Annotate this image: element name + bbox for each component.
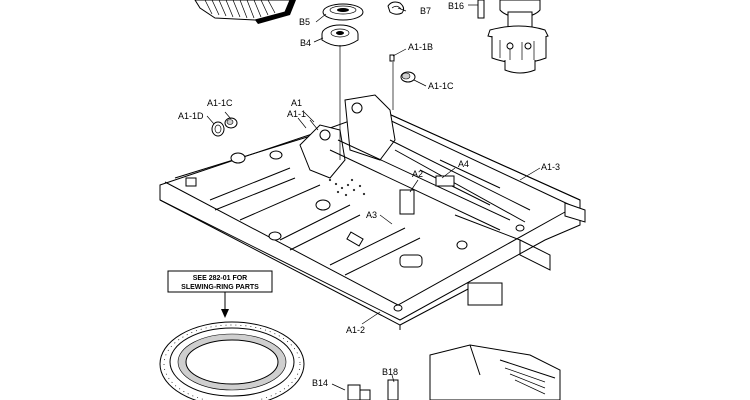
label-a1-1: A1-1 — [287, 109, 306, 119]
label-a1-1d: A1-1D — [178, 111, 204, 121]
a1-1d-cap — [211, 121, 225, 137]
label-b16: B16 — [448, 1, 464, 11]
label-a1-1b: A1-1B — [408, 42, 433, 52]
b4-rotary-joint — [321, 24, 359, 47]
a1-1b-plug — [389, 54, 395, 62]
radiator-core — [194, 0, 296, 24]
leader-lines — [206, 4, 541, 391]
label-a2: A2 — [412, 169, 423, 179]
label-a1-1c-left: A1-1C — [207, 98, 233, 108]
label-b5: B5 — [299, 17, 310, 27]
label-a1: A1 — [291, 98, 302, 108]
label-a3: A3 — [366, 210, 377, 220]
b5-seal-ring — [322, 3, 364, 21]
main-frame — [159, 94, 586, 330]
note-line-2: SLEWING-RING PARTS — [181, 284, 259, 291]
swing-motor — [477, 0, 549, 74]
label-b7: B7 — [420, 6, 431, 16]
undercarriage-fragment — [347, 344, 561, 400]
b7-clamp — [387, 1, 405, 15]
label-a1-3: A1-3 — [541, 162, 560, 172]
part-labels: B5 B4 B7 B16 A1-1B A1-1C A1-1C A1-1D A1 … — [178, 1, 560, 388]
slewing-ring-note: SEE 282-01 FOR SLEWING-RING PARTS — [167, 270, 273, 318]
a1-1c-bushing-left — [224, 117, 238, 129]
label-a1-1c-right: A1-1C — [428, 81, 454, 91]
label-a4: A4 — [458, 159, 469, 169]
label-b18: B18 — [382, 367, 398, 377]
label-b4: B4 — [300, 38, 311, 48]
a1-1c-bushing-right — [400, 71, 416, 83]
note-line-1: SEE 282-01 FOR — [193, 275, 247, 282]
label-b14: B14 — [312, 378, 328, 388]
slewing-ring — [159, 321, 305, 400]
label-a1-2: A1-2 — [346, 325, 365, 335]
